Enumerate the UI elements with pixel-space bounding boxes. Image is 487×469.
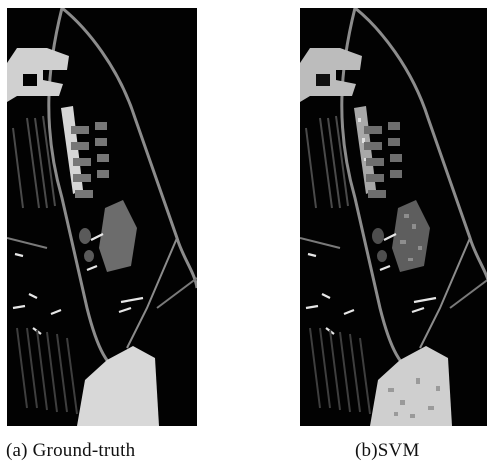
- caption-ground-truth: (a) Ground-truth: [6, 440, 136, 461]
- ground-truth-map: [7, 8, 197, 426]
- ground-truth-map-image: [7, 8, 197, 426]
- svm-classification-map-image: [300, 8, 487, 426]
- caption-svm: (b)SVM: [355, 440, 420, 461]
- svm-classification-map: [300, 8, 487, 426]
